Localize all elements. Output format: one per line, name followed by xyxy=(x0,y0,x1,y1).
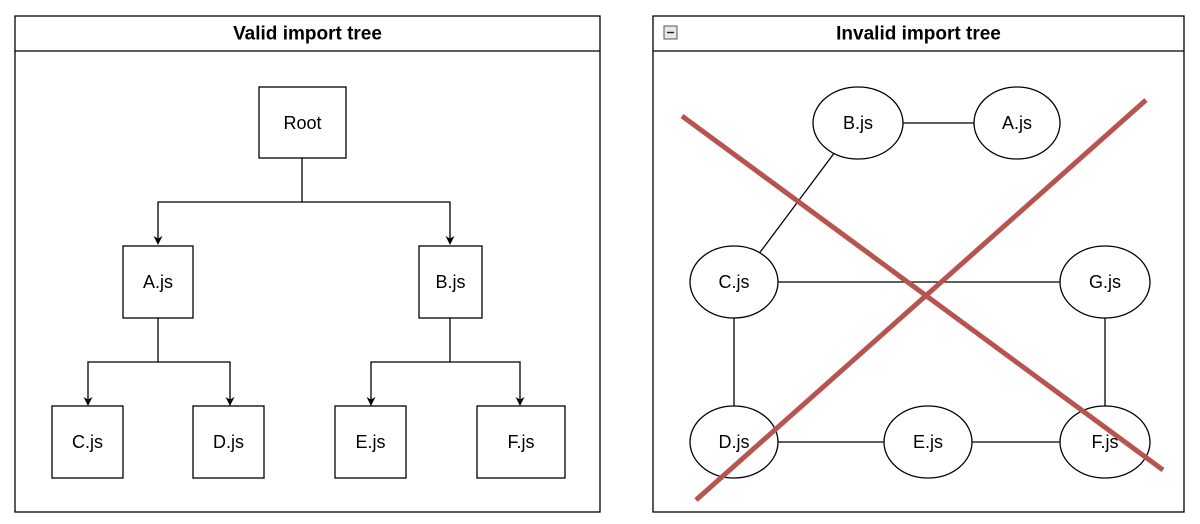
circle-node-b-label: B.js xyxy=(843,113,873,133)
circle-node-c-label: C.js xyxy=(719,272,750,292)
circle-node-a-shape xyxy=(973,86,1061,160)
node-c[interactable]: C.js xyxy=(51,405,124,479)
circle-node-f-shape xyxy=(1059,405,1151,479)
node-b-label: B.js xyxy=(435,272,465,292)
node-d-box xyxy=(192,405,265,479)
node-f-box xyxy=(476,405,566,479)
circle-node-f-label: F.js xyxy=(1092,432,1119,452)
edge-b-to-f xyxy=(450,361,525,406)
invalid-tree-title: Invalid import tree xyxy=(836,24,1001,45)
circle-node-a-label: A.js xyxy=(1002,113,1032,133)
circle-node-d[interactable]: D.js xyxy=(689,405,779,479)
circle-node-g-label: G.js xyxy=(1089,272,1121,292)
circle-node-f[interactable]: F.js xyxy=(1059,405,1151,479)
circle-node-g-shape xyxy=(1059,245,1151,319)
circle-node-b[interactable]: B.js xyxy=(812,86,904,160)
node-b-box xyxy=(418,245,483,319)
node-e-label: E.js xyxy=(355,432,385,452)
edge-root-to-b xyxy=(302,201,455,245)
valid-tree-panel[interactable]: Valid import tree Root A.js B.js C.js D.… xyxy=(14,15,601,513)
invalid-tree-panel[interactable]: Invalid import tree B.js A.js C.js G xyxy=(652,15,1185,513)
circle-node-g[interactable]: G.js xyxy=(1059,245,1151,319)
edge-root-to-a xyxy=(153,158,303,245)
node-d-label: D.js xyxy=(213,432,244,452)
circle-node-d-shape xyxy=(689,405,779,479)
circle-node-a[interactable]: A.js xyxy=(973,86,1061,160)
minus-square-icon[interactable] xyxy=(663,25,678,40)
edge-b-c xyxy=(757,151,836,256)
node-f-label: F.js xyxy=(508,432,535,452)
node-a[interactable]: A.js xyxy=(122,245,194,319)
circle-node-b-shape xyxy=(812,86,904,160)
edge-b-to-e xyxy=(366,318,451,406)
circle-node-c[interactable]: C.js xyxy=(689,245,779,319)
node-root[interactable]: Root xyxy=(258,86,347,159)
circle-node-e-shape xyxy=(883,405,973,479)
circle-node-c-shape xyxy=(689,245,779,319)
node-c-box xyxy=(51,405,124,479)
valid-tree-title: Valid import tree xyxy=(233,24,382,45)
node-e[interactable]: E.js xyxy=(334,405,407,479)
node-c-label: C.js xyxy=(72,432,103,452)
cross-out-line-1 xyxy=(680,113,1165,473)
edge-a-to-c xyxy=(83,318,159,406)
circle-node-e-label: E.js xyxy=(913,432,943,452)
circle-node-d-label: D.js xyxy=(719,432,750,452)
node-b[interactable]: B.js xyxy=(418,245,483,319)
edge-a-to-d xyxy=(158,361,235,406)
node-a-label: A.js xyxy=(143,272,173,292)
node-root-label: Root xyxy=(283,113,321,133)
node-e-box xyxy=(334,405,407,479)
circle-node-e[interactable]: E.js xyxy=(883,405,973,479)
node-d[interactable]: D.js xyxy=(192,405,265,479)
node-root-box xyxy=(258,86,347,159)
node-f[interactable]: F.js xyxy=(476,405,566,479)
node-a-box xyxy=(122,245,194,319)
cross-out-line-2 xyxy=(694,98,1148,502)
cross-out-mark xyxy=(680,98,1165,502)
